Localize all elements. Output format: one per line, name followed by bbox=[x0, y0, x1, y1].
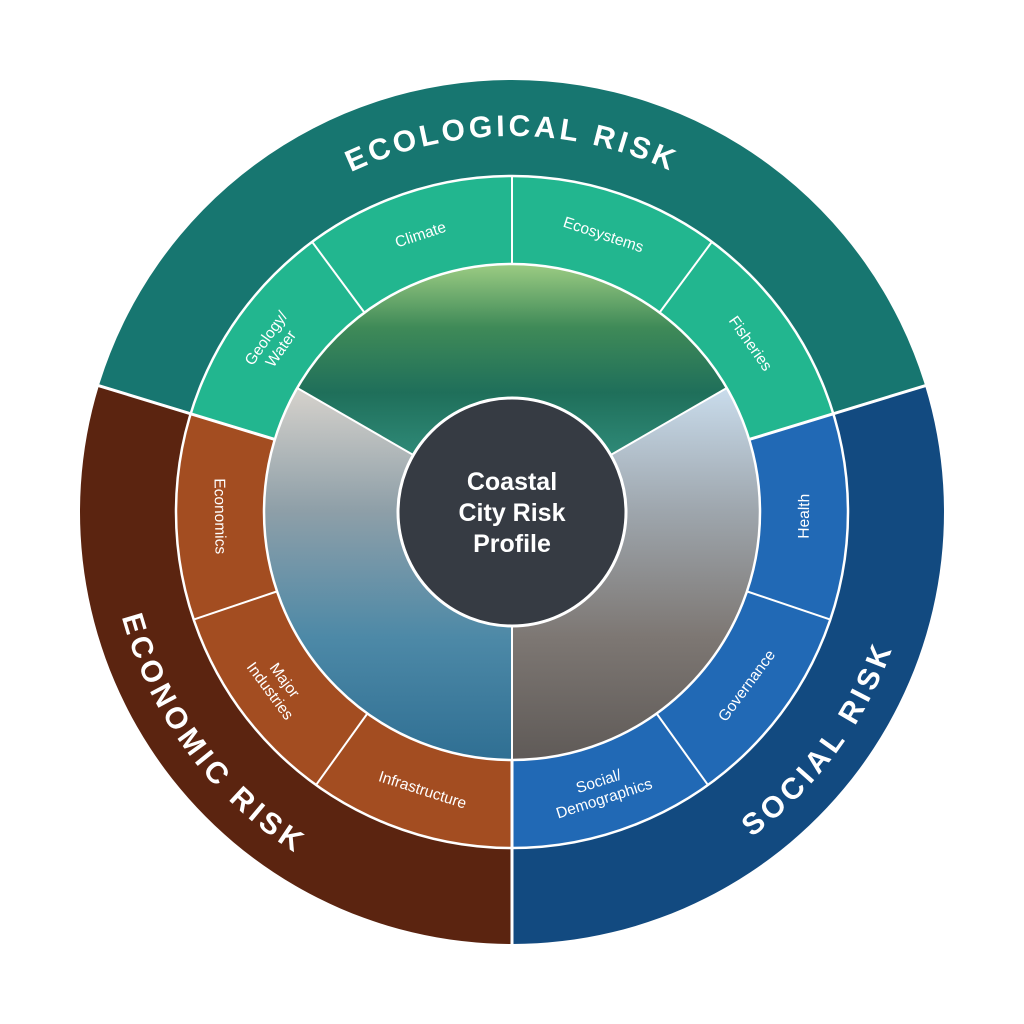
category-divider bbox=[658, 241, 713, 314]
ecological-category-band bbox=[190, 175, 834, 440]
category-economics: Economics bbox=[210, 478, 228, 554]
category-health: Health bbox=[796, 494, 814, 539]
ecological-photo bbox=[297, 264, 727, 456]
category-divider bbox=[746, 590, 831, 621]
economic-outer-band bbox=[80, 385, 512, 944]
social-outer-band bbox=[512, 385, 944, 944]
ring-boundary bbox=[174, 174, 850, 850]
sector-divider bbox=[97, 383, 276, 441]
economic-category-band bbox=[175, 413, 512, 848]
sector-divider bbox=[748, 383, 927, 441]
category-divider bbox=[655, 712, 709, 786]
category-divider bbox=[193, 590, 278, 621]
social-category-band bbox=[512, 413, 849, 848]
photo-divider bbox=[610, 387, 728, 456]
photo-ring bbox=[264, 264, 760, 760]
ecological-outer-band bbox=[98, 80, 926, 414]
category-divider bbox=[315, 712, 369, 786]
category-divider bbox=[311, 241, 366, 314]
center-circle bbox=[396, 396, 628, 628]
category-ring bbox=[175, 175, 849, 848]
social-photo bbox=[512, 388, 760, 760]
photo-divider bbox=[296, 387, 414, 456]
economic-photo bbox=[264, 388, 512, 760]
outer-risk-ring bbox=[80, 80, 944, 944]
dividers bbox=[97, 174, 927, 945]
